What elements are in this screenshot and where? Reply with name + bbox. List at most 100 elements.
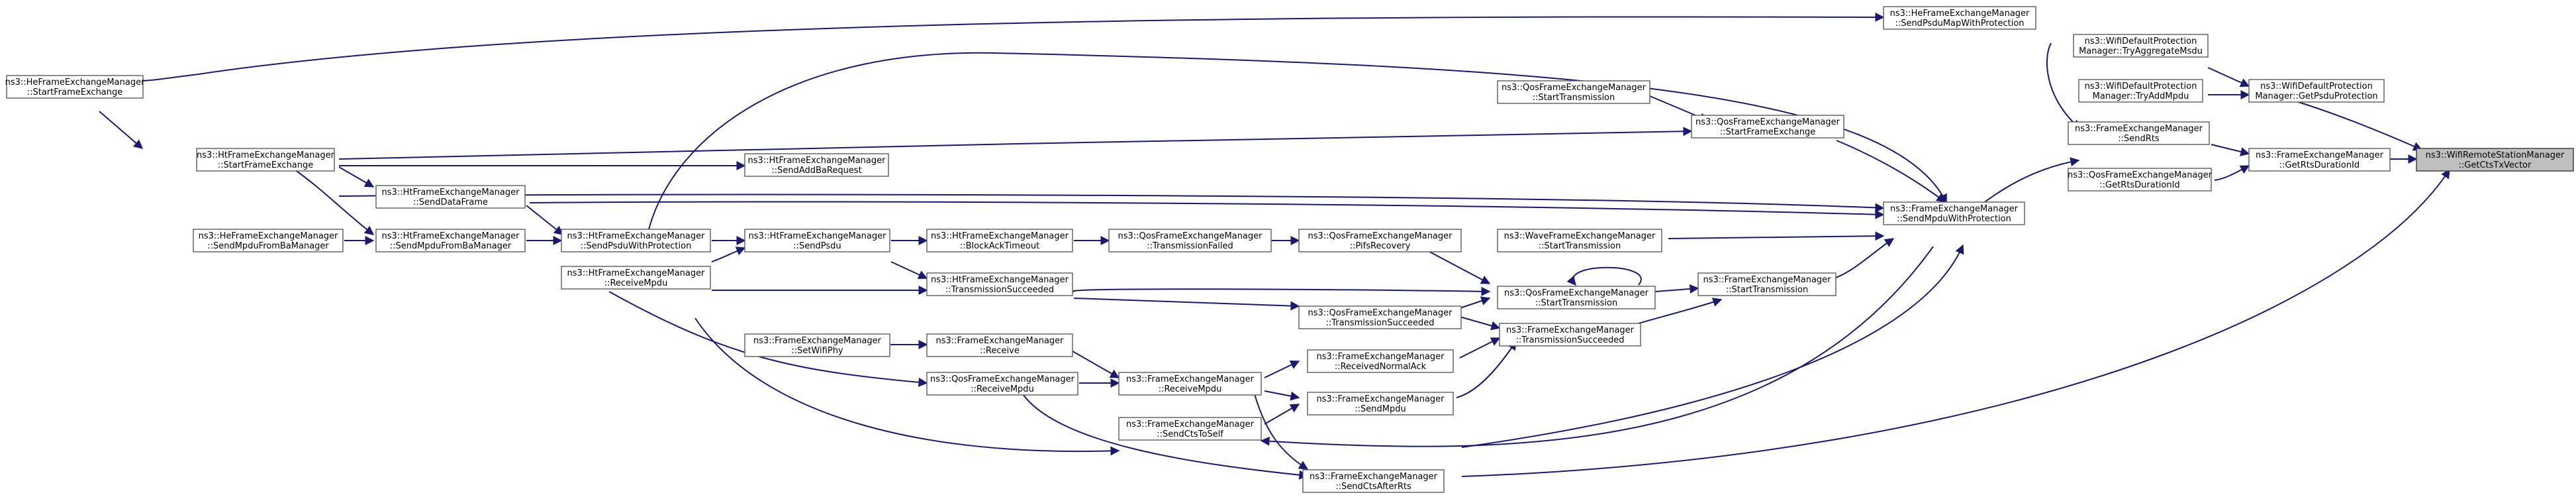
node-wifiremotestationmanager-getctstxvector[interactable]: ns3::WifiRemoteStationManager ::GetCtsTx… — [2416, 148, 2574, 172]
node-qosframeexchangemanager-starttransmission-2[interactable]: ns3::QosFrameExchangeManager ::StartTran… — [1497, 286, 1656, 309]
node-label-line2: ::SendDataFrame — [413, 197, 488, 207]
node-label-line2: ::BlockAckTimeout — [960, 241, 1039, 251]
node-htframeexchangemanager-startframeexchange[interactable]: ns3::HtFrameExchangeManager ::StartFrame… — [196, 148, 335, 172]
node-label-line1: ns3::WifiDefaultProtection — [2260, 82, 2373, 91]
node-label-line1: ns3::WifiDefaultProtection — [2085, 82, 2197, 91]
node-label-line2: ::TransmissionSucceeded — [945, 285, 1054, 295]
edge-sendmpduwithprotection-to-wavestarttransmission — [1668, 231, 1885, 241]
node-frameexchangemanager-sendrts[interactable]: ns3::FrameExchangeManager ::SendRts — [2068, 121, 2210, 145]
edge-qosstarttransmission2-to-qostxsucceeded — [1459, 296, 1491, 309]
edge-sendctsafterrts-to-root — [1461, 168, 2450, 477]
node-htframeexchangemanager-blockacktimeout[interactable]: ns3::HtFrameExchangeManager ::BlockAckTi… — [926, 229, 1073, 252]
node-waveframeexchangemanager-starttransmission[interactable]: ns3::WaveFrameExchangeManager ::StartTra… — [1497, 229, 1662, 252]
edge-fesendmpdu-to-fereceivempdu — [1264, 390, 1300, 401]
node-htframeexchangemanager-transmissionsucceeded[interactable]: ns3::HtFrameExchangeManager ::Transmissi… — [926, 272, 1073, 296]
node-label-line2: ::ReceivedNormalAck — [1335, 362, 1427, 372]
edge-tryaggregatemsdu-to-getpsduprotection — [2207, 67, 2250, 87]
node-heframeexchangemanager-startframeexchange[interactable]: ns3::HeFrameExchangeManager ::StartFrame… — [5, 75, 145, 99]
node-frameexchangemanager-sendctstoself[interactable]: ns3::FrameExchangeManager ::SendCtsToSel… — [1118, 417, 1262, 441]
node-frameexchangemanager-receive[interactable]: ns3::FrameExchangeManager ::Receive — [926, 333, 1073, 357]
node-label-line2: ::TransmissionSucceeded — [1325, 318, 1434, 328]
node-label-line2: ::SendPsduWithProtection — [581, 241, 692, 251]
node-label-line2: ::SendMpdu — [1355, 404, 1406, 414]
node-label-line1: ns3::WifiDefaultProtection — [2085, 36, 2197, 46]
node-htframeexchangemanager-sendmpdufrombamanager[interactable]: ns3::HtFrameExchangeManager ::SendMpduFr… — [375, 229, 526, 252]
node-label-line1: ns3::FrameExchangeManager — [1126, 374, 1255, 384]
node-frameexchangemanager-sendctsafterrts[interactable]: ns3::FrameExchangeManager ::SendCtsAfter… — [1302, 469, 1445, 493]
node-htframeexchangemanager-receivempdu[interactable]: ns3::HtFrameExchangeManager ::ReceiveMpd… — [561, 266, 711, 290]
edge-hesendpsdumapwithprotection-to-sendrts — [2046, 42, 2081, 129]
node-frameexchangemanager-setwifiphy[interactable]: ns3::FrameExchangeManager ::SetWifiPhy — [744, 333, 890, 357]
node-qosframeexchangemanager-startframeexchange[interactable]: ns3::QosFrameExchangeManager ::StartFram… — [1691, 115, 1844, 139]
node-label-line1: ns3::HtFrameExchangeManager — [931, 275, 1069, 285]
node-wifidefaultprotectionmanager-getpsduprotection[interactable]: ns3::WifiDefaultProtection Manager::GetP… — [2248, 79, 2385, 103]
node-label-line2: ::ReceiveMpdu — [971, 384, 1034, 394]
node-frameexchangemanager-sendmpduwithprotection[interactable]: ns3::FrameExchangeManager ::SendMpduWith… — [1883, 201, 2025, 225]
edge-fesendctsafterrts-to-fereceivempdu — [1254, 394, 1309, 470]
edge-fesendctstoself-to-htsendpsduwp — [694, 317, 1120, 456]
node-label-line1: ns3::HtFrameExchangeManager — [382, 188, 520, 197]
edge-fetxsucceeded-to-fesendmpdu — [1456, 340, 1517, 398]
node-label-line1: ns3::WaveFrameExchangeManager — [1504, 231, 1656, 241]
node-label-line1: ns3::FrameExchangeManager — [2075, 124, 2203, 134]
node-label-line1: ns3::FrameExchangeManager — [1126, 419, 1255, 429]
node-frameexchangemanager-sendmpdu[interactable]: ns3::FrameExchangeManager ::SendMpdu — [1307, 392, 1454, 416]
edge-sendmpduwithprotection-to-qosstartframeexchange — [1836, 140, 1946, 203]
node-heframeexchangemanager-sendpsdumapwithprotection[interactable]: ns3::HeFrameExchangeManager ::SendPsduMa… — [1883, 6, 2036, 30]
node-label-line1: ns3::FrameExchangeManager — [1506, 325, 1635, 335]
node-label-line2: ::GetRtsDurationId — [2099, 180, 2179, 190]
node-frameexchangemanager-getrtsdurationid[interactable]: ns3::FrameExchangeManager ::GetRtsDurati… — [2248, 148, 2391, 172]
edge-qosstarttransmission2-to-qospifsrecovery — [1423, 248, 1491, 284]
node-frameexchangemanager-starttransmission[interactable]: ns3::FrameExchangeManager ::StartTransmi… — [1697, 272, 1837, 296]
node-label-line2: Manager::TryAddMpdu — [2093, 91, 2189, 101]
node-qosframeexchangemanager-transmissionfailed[interactable]: ns3::QosFrameExchangeManager ::Transmiss… — [1108, 229, 1272, 252]
node-label-line2: ::GetRtsDurationId — [2279, 160, 2360, 170]
node-frameexchangemanager-receivednormalack[interactable]: ns3::FrameExchangeManager ::ReceivedNorm… — [1307, 349, 1454, 373]
node-label-line2: ::SendPsduMapWithProtection — [1895, 19, 2024, 28]
node-qosframeexchangemanager-pifsrecovery[interactable]: ns3::QosFrameExchangeManager ::PifsRecov… — [1298, 229, 1462, 252]
node-label-line2: ::SetWifiPhy — [791, 346, 843, 356]
node-label-line2: ::PifsRecovery — [1350, 241, 1411, 251]
node-label-line2: ::GetCtsTxVector — [2459, 160, 2532, 170]
node-qosframeexchangemanager-getrtsdurationid[interactable]: ns3::QosFrameExchangeManager ::GetRtsDur… — [2068, 168, 2213, 192]
edge-festarttransmission-to-festcds — [1638, 298, 1723, 324]
edge-fetxsucceeded-to-qostxsucceeded — [1459, 316, 1501, 331]
node-label-line1: ns3::HtFrameExchangeManager — [931, 231, 1069, 241]
node-label-line2: ::Receive — [980, 346, 1020, 356]
edge-sendmpduwithprotection-to-festcds-bottom — [1461, 244, 1964, 448]
node-label-line1: ns3::QosFrameExchangeManager — [1308, 231, 1453, 241]
node-label-line2: ::StartFrameExchange — [1720, 127, 1816, 137]
node-htframeexchangemanager-sendpsduwithprotection[interactable]: ns3::HtFrameExchangeManager ::SendPsduWi… — [561, 229, 711, 252]
node-label-line2: ::SendPsdu — [793, 241, 841, 251]
node-label-line1: ns3::WifiRemoteStationManager — [2426, 150, 2565, 160]
node-label-line1: ns3::QosFrameExchangeManager — [1308, 308, 1453, 318]
node-htframeexchangemanager-sendaddbarequest[interactable]: ns3::HtFrameExchangeManager ::SendAddBaR… — [744, 153, 889, 177]
node-label-line2: ::StartTransmission — [1533, 93, 1615, 103]
node-label-line2: ::TransmissionFailed — [1147, 241, 1233, 251]
edge-fesendctstoself-to-fesendmpdu — [1264, 404, 1300, 425]
edge-festarttransmission-to-qosstarttransmission2 — [1654, 284, 1699, 294]
edge-fereceive-to-fereceivempdu — [1072, 351, 1120, 378]
node-frameexchangemanager-receivempdu[interactable]: ns3::FrameExchangeManager ::ReceiveMpdu — [1118, 372, 1262, 396]
node-label-line1: ns3::QosFrameExchangeManager — [930, 374, 1075, 384]
node-htframeexchangemanager-senddataframe[interactable]: ns3::HtFrameExchangeManager ::SendDataFr… — [375, 185, 526, 209]
node-label-line1: ns3::FrameExchangeManager — [1310, 472, 1438, 482]
edge-hesendpsdumap-to-hestartframeexchange — [138, 12, 1885, 82]
edge-htsendpsdu-to-htreceivempdu — [711, 247, 746, 262]
node-label-line2: ::StartTransmission — [1535, 298, 1618, 308]
node-wifidefaultprotectionmanager-tryaggregatemsdu[interactable]: ns3::WifiDefaultProtection Manager::TryA… — [2073, 34, 2209, 58]
node-wifidefaultprotectionmanager-tryaddmpdu[interactable]: ns3::WifiDefaultProtection Manager::TryA… — [2078, 79, 2203, 103]
node-qosframeexchangemanager-receivempdu[interactable]: ns3::QosFrameExchangeManager ::ReceiveMp… — [926, 372, 1078, 396]
node-htframeexchangemanager-sendpsdu[interactable]: ns3::HtFrameExchangeManager ::SendPsdu — [744, 229, 890, 252]
node-label-line2: ::SendAddBaRequest — [771, 166, 861, 176]
node-label-line1: ns3::FrameExchangeManager — [1890, 204, 2019, 214]
node-qosframeexchangemanager-transmissionsucceeded[interactable]: ns3::QosFrameExchangeManager ::Transmiss… — [1298, 305, 1462, 329]
node-label-line1: ns3::HeFrameExchangeManager — [1890, 9, 2030, 19]
node-frameexchangemanager-transmissionsucceeded[interactable]: ns3::FrameExchangeManager ::Transmission… — [1499, 323, 1641, 347]
node-label-line2: ::SendCtsToSelf — [1157, 429, 1223, 439]
edge-qosstartframeexchange-to-htstartframeexchange — [338, 127, 1693, 160]
node-qosframeexchangemanager-starttransmission[interactable]: ns3::QosFrameExchangeManager ::StartTran… — [1497, 80, 1650, 104]
node-heframeexchangemanager-sendmpdufrombamanager[interactable]: ns3::HeFrameExchangeManager ::SendMpduFr… — [193, 229, 344, 252]
node-label-line2: ::ReceiveMpdu — [1159, 384, 1222, 394]
